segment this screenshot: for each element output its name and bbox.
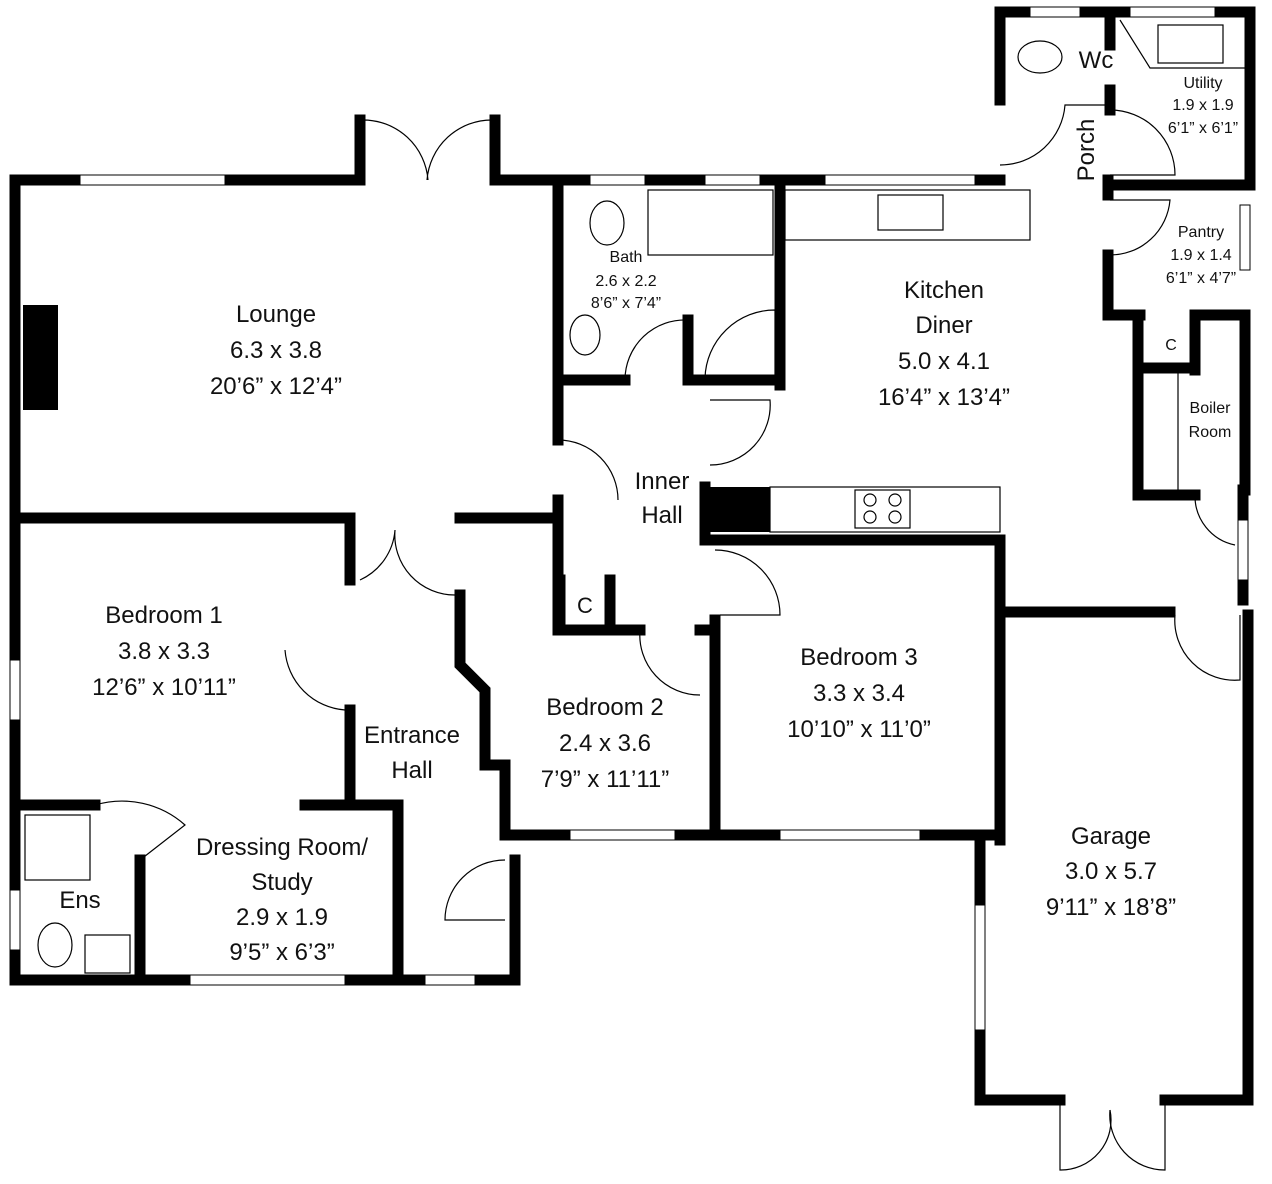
basin-icon [569,314,601,356]
door-swings [94,104,1241,1171]
room-label-dressing: Dressing Room/ Study 2.9 x 1.9 9’5” x 6’… [196,834,368,966]
room-imperial: 6’1” x 6’1” [1168,120,1238,137]
room-metric: 1.9 x 1.9 [1172,97,1233,114]
bathtub [647,189,774,256]
room-name: Study [251,869,312,896]
room-label-utility: Utility 1.9 x 1.9 6’1” x 6’1” [1168,75,1238,137]
room-metric: 6.3 x 3.8 [230,337,322,364]
room-label-bedroom1: Bedroom 1 3.8 x 3.3 12’6” x 10’11” [92,602,236,701]
kitchen-counter [784,189,1031,241]
sink-icon [877,194,944,231]
room-imperial: 20’6” x 12’4” [210,373,342,400]
wc-toilet-icon [1017,40,1063,74]
room-imperial: 6’1” x 4’7” [1166,270,1236,287]
cupboard-label: C [577,593,593,618]
toilet-icon [589,200,625,246]
room-metric: 2.9 x 1.9 [236,904,328,931]
room-metric: 3.3 x 3.4 [813,680,905,707]
entrance-hall-label: Entrance [364,722,460,749]
utility-counter [1119,19,1245,69]
cupboard-label: C [1165,337,1177,354]
room-name: Dressing Room/ [196,834,368,861]
hob-counter [769,486,1001,533]
entrance-hall-label: Hall [391,757,432,784]
room-label-bedroom2: Bedroom 2 2.4 x 3.6 7’9” x 11’11” [541,694,670,793]
room-name: Bath [610,249,643,266]
room-imperial: 9’11” x 18’8” [1046,894,1176,921]
windows [9,6,1251,1031]
room-label-lounge: Lounge 6.3 x 3.8 20’6” x 12’4” [210,301,342,400]
ensuite-toilet-icon [37,922,73,968]
chimney [710,487,770,532]
room-imperial: 10’10” x 11’0” [787,716,931,743]
walls [9,6,1256,1106]
room-name: Pantry [1178,224,1224,241]
ensuite-basin-icon [84,934,131,974]
room-label-garage: Garage 3.0 x 5.7 9’11” x 18’8” [1046,823,1176,921]
room-metric: 2.6 x 2.2 [595,273,656,290]
room-imperial: 12’6” x 10’11” [92,674,236,701]
room-imperial: 7’9” x 11’11” [541,766,670,793]
room-metric: 3.8 x 3.3 [118,638,210,665]
fireplace [23,305,58,410]
room-name: Kitchen [904,277,984,304]
room-name: Bedroom 3 [800,644,917,671]
room-name: Utility [1183,75,1222,92]
utility-sink-icon [1157,24,1224,64]
fixtures [23,19,1245,974]
wc-label: Wc [1079,47,1114,74]
room-name: Garage [1071,823,1151,850]
room-metric: 1.9 x 1.4 [1170,247,1231,264]
room-metric: 3.0 x 5.7 [1065,858,1157,885]
room-imperial: 8’6” x 7’4” [591,295,661,312]
room-name: Diner [915,312,972,339]
room-label-pantry: Pantry 1.9 x 1.4 6’1” x 4’7” [1166,224,1236,287]
porch-label: Porch [1073,119,1100,182]
shower-icon [704,309,776,379]
ensuite-label: Ens [59,887,100,914]
room-imperial: 16’4” x 13’4” [878,384,1010,411]
room-label-bedroom3: Bedroom 3 3.3 x 3.4 10’10” x 11’0” [787,644,931,743]
room-metric: 2.4 x 3.6 [559,730,651,757]
room-label-kitchen: Kitchen Diner 5.0 x 4.1 16’4” x 13’4” [878,277,1010,411]
room-name: Lounge [236,301,316,328]
ensuite-shower-icon [24,814,91,881]
room-name: Bedroom 2 [546,694,663,721]
room-name: Bedroom 1 [105,602,222,629]
inner-hall-label: Inner [635,468,690,495]
room-label-bath: Bath 2.6 x 2.2 8’6” x 7’4” [591,249,661,312]
room-metric: 5.0 x 4.1 [898,348,990,375]
inner-hall-label: Hall [641,502,682,529]
boiler-room-label: Boiler [1190,400,1232,417]
hob-icon [854,489,911,529]
room-imperial: 9’5” x 6’3” [229,939,334,966]
boiler-room-label: Room [1189,424,1232,441]
